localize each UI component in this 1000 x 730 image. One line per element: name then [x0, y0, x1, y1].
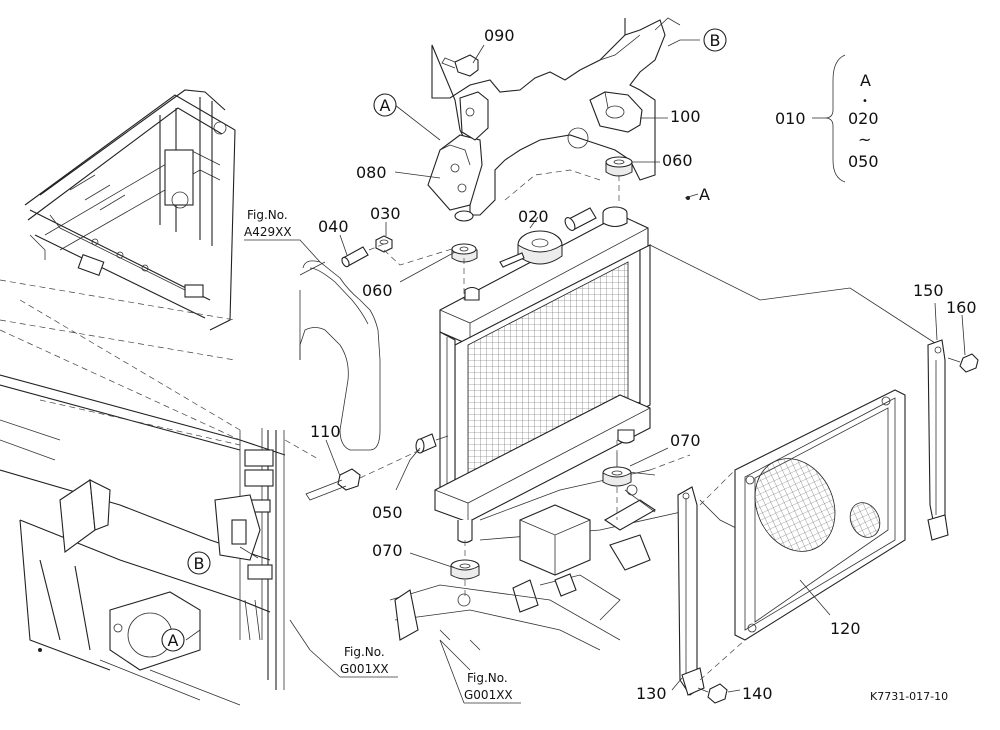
figref-a429: Fig.No. A429XX — [244, 208, 321, 263]
part-label-060-upper: 060 — [662, 151, 693, 170]
leader-130-120 — [699, 469, 736, 506]
pin-040 — [341, 246, 369, 268]
part-label-100: 100 — [670, 107, 701, 126]
part-label-050: 050 — [372, 503, 403, 522]
assembly-to: 050 — [848, 152, 879, 171]
bolt-160 — [947, 353, 979, 373]
cushion-070-left — [450, 559, 480, 580]
part-label-020: 020 — [518, 207, 549, 226]
figref-g001-left: Fig.No. G001XX — [309, 645, 398, 678]
radiator-cap-020 — [499, 230, 563, 268]
part-label-120: 120 — [830, 619, 861, 638]
assembly-top: A — [860, 71, 871, 90]
part-label-140: 140 — [742, 684, 773, 703]
part-label-060-lower: 060 — [362, 281, 393, 300]
figref-g001-bottom-code: G001XX — [464, 688, 513, 702]
callout-b-left: B — [187, 551, 211, 575]
callout-b-top: B — [703, 28, 727, 52]
part-label-110: 110 — [310, 422, 341, 441]
side-strip-150 — [927, 339, 949, 541]
lower-floor-structure — [389, 454, 741, 651]
part-label-080: 080 — [356, 163, 387, 182]
machine-frame-upper — [0, 89, 236, 361]
assembly-leaders — [359, 175, 936, 600]
cushion-060-upper-right — [605, 156, 633, 177]
part-label-040: 040 — [318, 217, 349, 236]
figref-g001-left-title: Fig.No. — [344, 645, 385, 659]
nut-030 — [375, 235, 393, 253]
figref-g001-bottom-title: Fig.No. — [467, 671, 508, 685]
part-label-150: 150 — [913, 281, 944, 300]
assembly-from: 020 — [848, 109, 879, 128]
machine-frame-lower — [0, 299, 321, 706]
drain-cock-050 — [415, 433, 449, 454]
callout-b-top-letter: B — [710, 31, 721, 50]
callout-a-bottom: A — [161, 628, 185, 652]
callout-a-bottom-letter: A — [168, 631, 179, 650]
callout-a-top-letter: A — [380, 96, 391, 115]
assembly-tilde: ~ — [858, 130, 871, 149]
bolt-110 — [305, 468, 361, 501]
drawing-number: K7731-017-10 — [870, 690, 948, 703]
part-label-160: 160 — [946, 298, 977, 317]
part-leader-lines — [185, 39, 966, 693]
assembly-label-010: 010 — [775, 109, 806, 128]
bracket-100 — [589, 91, 643, 133]
figref-a429-code: A429XX — [244, 225, 292, 239]
bracket-130 — [677, 486, 705, 696]
part-label-030: 030 — [370, 204, 401, 223]
overflow-hose — [299, 260, 381, 451]
callout-a-top: A — [373, 93, 397, 117]
assembly-group-bracket — [812, 54, 846, 183]
callout-b-left-letter: B — [194, 554, 205, 573]
figref-g001-left-code: G001XX — [340, 662, 389, 676]
radiator — [434, 206, 651, 544]
part-label-130: 130 — [636, 684, 667, 703]
part-label-090: 090 — [484, 26, 515, 45]
cushion-060-upper-left — [451, 210, 478, 263]
assembly-dot: • — [862, 96, 868, 107]
figref-a429-title: Fig.No. — [247, 208, 288, 222]
cushion-070-right — [602, 452, 632, 487]
leader-130-120-lower — [699, 639, 746, 681]
screen-120 — [734, 389, 906, 641]
figref-g001-bottom: Fig.No. G001XX — [439, 639, 521, 704]
point-a-label: A — [699, 185, 710, 204]
bolt-090 — [441, 54, 479, 77]
upper-bracket — [431, 17, 681, 216]
bolt-140 — [697, 683, 728, 704]
bracket-080 — [427, 91, 489, 211]
part-label-070-right: 070 — [670, 431, 701, 450]
part-label-070-left: 070 — [372, 541, 403, 560]
